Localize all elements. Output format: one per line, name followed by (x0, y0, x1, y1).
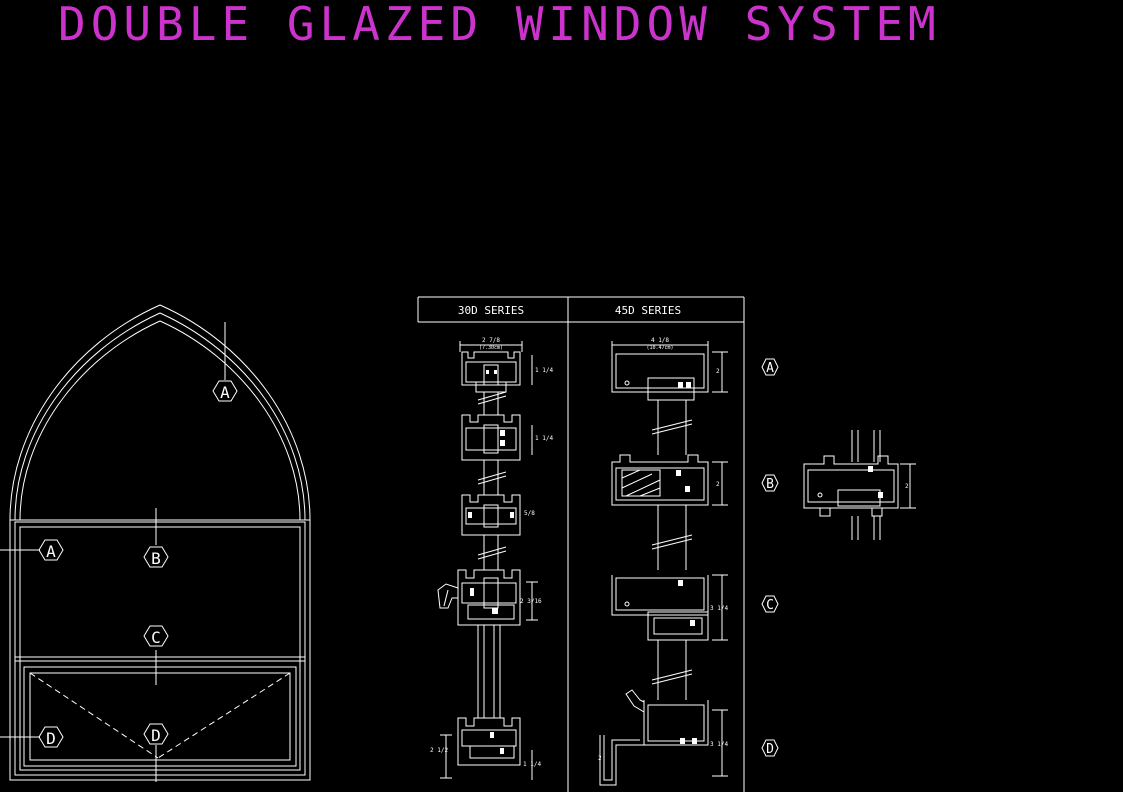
dim-45d-d4: 3 1/4 (710, 741, 728, 748)
dim-45d-d3: 3 1/4 (710, 605, 728, 612)
elevation-tag-c: C (151, 628, 161, 647)
section-tags: A B C D (761, 358, 779, 757)
dim-45d-d5: 2 (598, 755, 602, 762)
table-header-45d: 45D SERIES (615, 304, 681, 317)
sections-table: 30D SERIES 45D SERIES (417, 296, 745, 792)
dim-30d-d3: 5/8 (524, 510, 535, 517)
dim-30d-width-metric: (7.30cm) (479, 345, 503, 351)
window-elevation: A A B C D D (0, 304, 311, 782)
dim-45d-width: 4 1/8 (651, 337, 669, 344)
elevation-tag-a-left: A (46, 542, 56, 561)
section-tag-a: A (766, 361, 774, 376)
section-tag-b: B (766, 477, 774, 492)
elevation-tag-a-top: A (220, 383, 230, 402)
dim-30d-d4: 2 3/16 (520, 598, 542, 605)
dim-30d-width: 2 7/8 (482, 337, 500, 344)
drawing-title: DOUBLE GLAZED WINDOW SYSTEM (58, 0, 941, 51)
dim-30d-d6: 1 1/4 (523, 761, 541, 768)
elevation-tag-d-center: D (151, 726, 161, 745)
dim-45d-d2: 2 (716, 481, 720, 488)
section-45d: 4 1/8 (10.47cm) 2 2 (598, 337, 728, 786)
dim-30d-d1: 1 1/4 (535, 367, 553, 374)
section-tag-d: D (766, 742, 774, 757)
dim-30d-d2: 1 1/4 (535, 435, 553, 442)
dim-extra-d1: 2 (905, 483, 909, 490)
elevation-tag-d-left: D (46, 729, 56, 748)
section-30d: 2 7/8 (7.30cm) 1 1/4 1 1/4 (430, 337, 553, 780)
table-header-30d: 30D SERIES (458, 304, 524, 317)
dim-30d-d5: 2 1/2 (430, 747, 448, 754)
elevation-tag-b: B (151, 549, 161, 568)
section-tag-c: C (766, 598, 774, 613)
dim-45d-width-metric: (10.47cm) (646, 345, 673, 351)
section-extra-detail: 2 (803, 430, 916, 540)
dim-45d-d1: 2 (716, 368, 720, 375)
